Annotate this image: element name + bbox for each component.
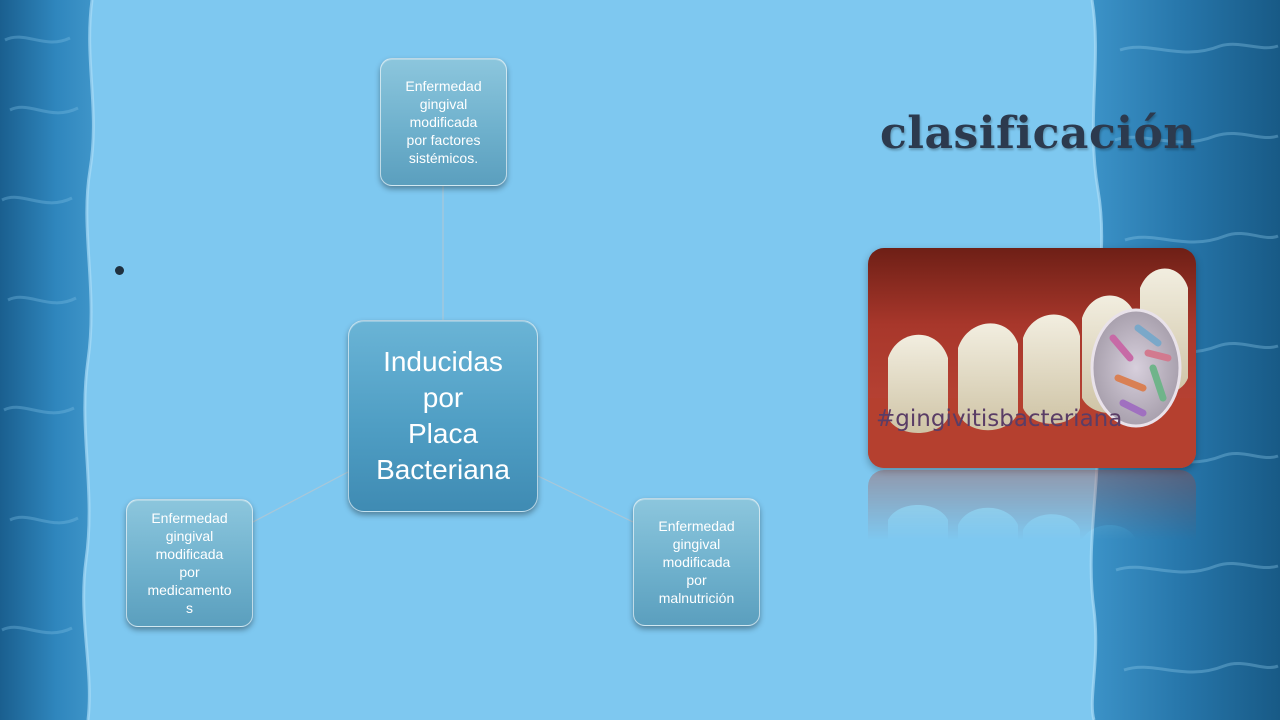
center-node: Inducidas por Placa Bacteriana	[348, 320, 538, 512]
connector-left	[252, 471, 349, 523]
branch-node-right-label: Enfermedad gingival modificada por malnu…	[658, 518, 735, 606]
bullet-point	[115, 266, 124, 275]
connector-right	[537, 475, 634, 523]
image-hashtag: #gingivitisbacteriana	[876, 406, 1122, 432]
center-node-label: Inducidas por Placa Bacteriana	[376, 346, 510, 485]
branch-node-right: Enfermedad gingival modificada por malnu…	[633, 498, 760, 626]
branch-node-top: Enfermedad gingival modificada por facto…	[380, 58, 507, 186]
gingivitis-photo: #gingivitisbacteriana	[868, 248, 1196, 468]
branch-node-top-label: Enfermedad gingival modificada por facto…	[405, 78, 482, 166]
slide-title: clasificación	[880, 108, 1196, 159]
photo-reflection	[868, 470, 1196, 540]
branch-node-left: Enfermedad gingival modificada por medic…	[126, 499, 253, 627]
branch-node-left-label: Enfermedad gingival modificada por medic…	[147, 510, 232, 616]
left-decorative-band	[0, 0, 120, 720]
